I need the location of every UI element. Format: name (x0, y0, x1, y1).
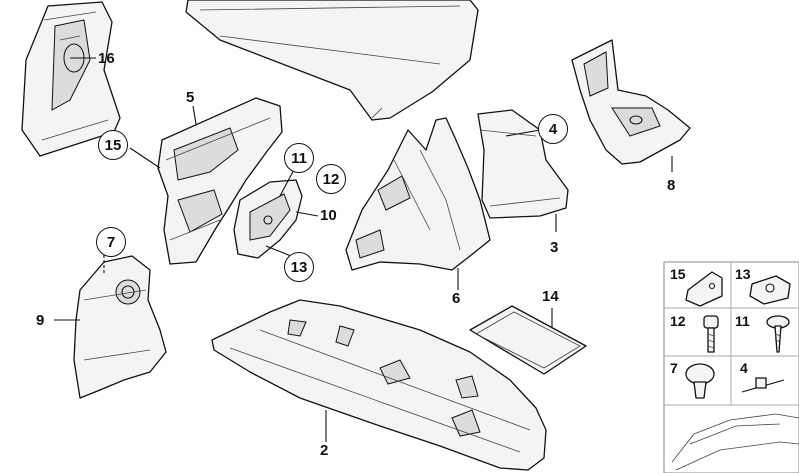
part-16-side-trim (21, 1, 121, 157)
callout-3: 3 (550, 239, 559, 256)
part-parcel-shelf (185, 0, 479, 121)
legend-label-7: 7 (670, 360, 678, 376)
callout-circled-7: 7 (96, 227, 126, 257)
legend-label-11: 11 (735, 313, 750, 329)
part-8-bracket (571, 39, 691, 165)
part-2-floor-carpet (211, 299, 547, 471)
callout-circled-12: 12 (316, 164, 346, 194)
cable-tie-icon (741, 377, 785, 393)
part-5-trim-panel (157, 97, 283, 265)
expansion-rivet-icon (685, 363, 715, 399)
part-3-wedge (477, 109, 569, 219)
legend-label-12: 12 (670, 313, 686, 329)
callout-14: 14 (542, 288, 559, 305)
spring-nut-icon (749, 275, 791, 305)
screw-11-icon (766, 315, 790, 353)
legend-label-4: 4 (740, 360, 748, 376)
callout-circled-13: 13 (284, 252, 314, 282)
clip-bracket-icon (685, 271, 723, 307)
screw-12-icon (703, 315, 719, 353)
callout-circled-11: 11 (284, 143, 314, 173)
callout-10: 10 (320, 207, 337, 224)
leader-lines (54, 57, 673, 442)
part-14-mat (469, 305, 587, 375)
vehicle-silhouette-icon (671, 413, 799, 471)
hardware-legend (663, 261, 799, 473)
callout-16: 16 (98, 50, 115, 67)
part-9-lower-panel (73, 255, 167, 399)
callout-circled-4: 4 (538, 114, 568, 144)
callout-6: 6 (452, 290, 461, 307)
legend-label-13: 13 (735, 266, 751, 282)
callout-circled-15: 15 (98, 130, 128, 160)
part-10-cover (233, 179, 303, 259)
callout-9: 9 (36, 312, 45, 329)
callout-8: 8 (667, 177, 676, 194)
callout-2: 2 (320, 442, 329, 459)
callout-5: 5 (186, 89, 195, 106)
part-6-side-trim (345, 117, 491, 271)
legend-label-15: 15 (670, 266, 686, 282)
